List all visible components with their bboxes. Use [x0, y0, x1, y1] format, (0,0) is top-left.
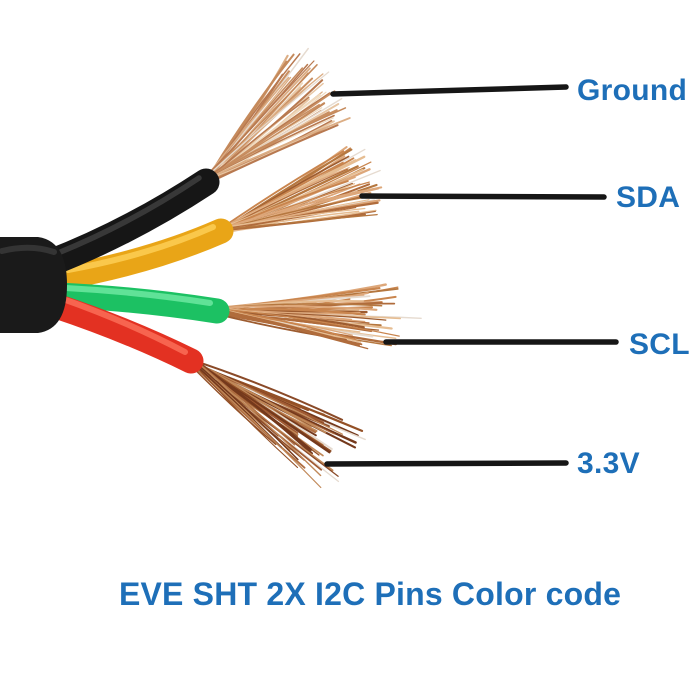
scl-copper-strands [215, 283, 422, 350]
v33-leader-line [324, 460, 569, 467]
sda-wire [47, 218, 234, 291]
ground-wire [36, 168, 220, 277]
ground-leader-line [330, 84, 569, 97]
scl-label: SCL [629, 328, 690, 361]
cable-sheath-highlight [0, 244, 57, 255]
scl-wire [45, 282, 230, 324]
figure-caption: EVE SHT 2X I2C Pins Color code [119, 576, 621, 612]
v33-copper-strands [188, 357, 366, 489]
sda-wire-highlight [65, 224, 216, 273]
ground-copper-strands [202, 47, 351, 185]
cable-sheath [0, 237, 67, 333]
sda-label: SDA [616, 181, 680, 214]
v33-label: 3.3V [577, 447, 640, 480]
v33-wire-highlight [60, 296, 188, 355]
sda-copper-strands [218, 146, 383, 236]
v33-wire [43, 293, 204, 374]
ground-wire-highlight [55, 175, 202, 256]
sda-leader-line [359, 193, 607, 200]
ground-label: Ground [577, 74, 687, 107]
scl-wire-highlight [63, 285, 213, 306]
